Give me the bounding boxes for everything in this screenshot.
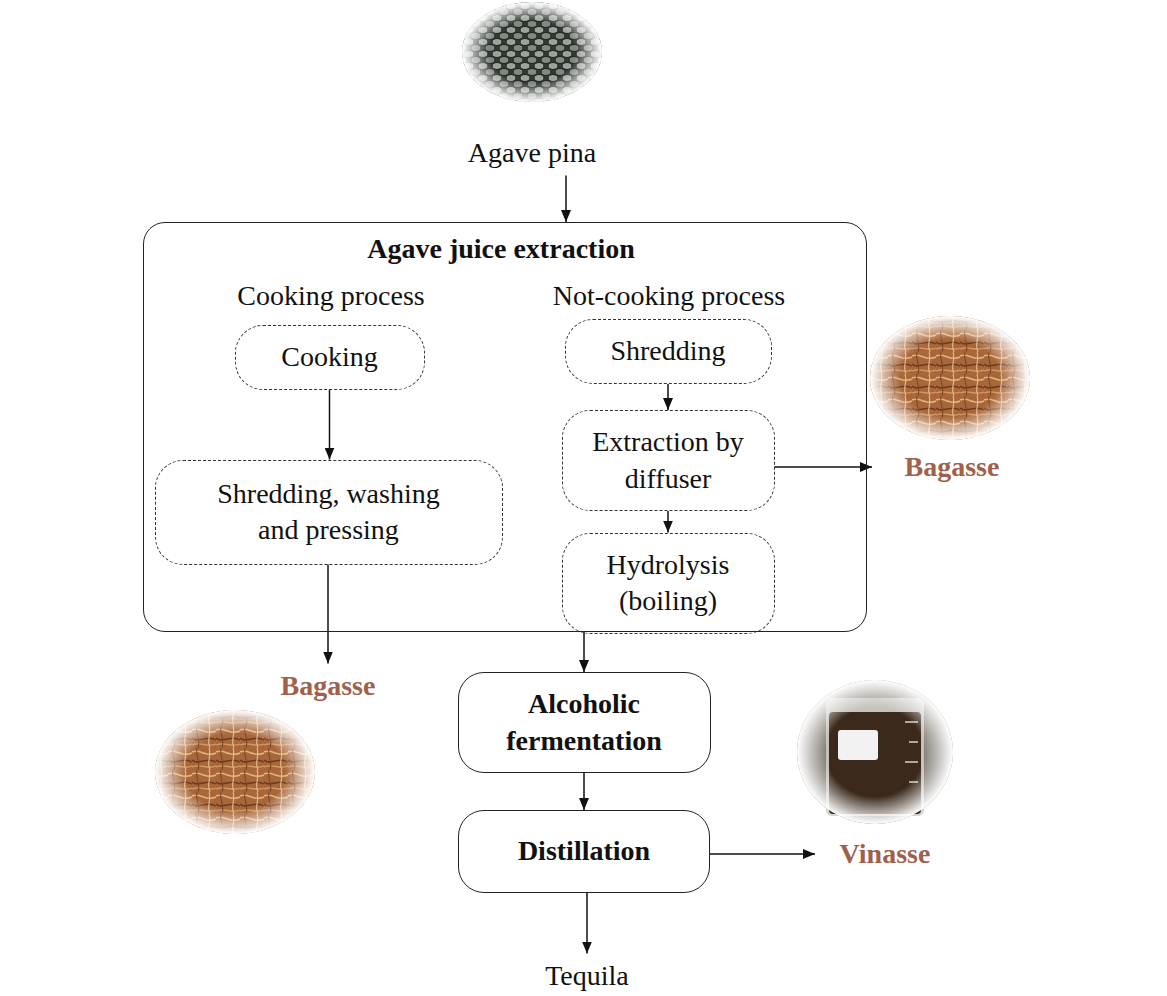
input-label: Agave pina: [462, 131, 602, 176]
group-title: Agave juice extraction: [251, 231, 751, 267]
node-text: Bagasse: [281, 668, 376, 704]
process-step: Shredding, washing and pressing: [155, 460, 503, 565]
flow-arrow: [583, 773, 585, 810]
process-box: Distillation: [458, 810, 710, 893]
flow-arrow: [329, 390, 331, 460]
flow-arrow: [667, 511, 669, 533]
column-heading: Cooking process: [181, 278, 481, 314]
node-text: Extraction by diffuser: [576, 424, 761, 497]
node-text: Shredding, washing and pressing: [204, 476, 454, 549]
flow-arrow: [667, 384, 669, 410]
node-text: Hydrolysis (boiling): [576, 547, 761, 620]
node-text: Agave pina: [468, 135, 596, 171]
byproduct-label: Bagasse: [258, 664, 398, 709]
flow-arrow: [775, 466, 873, 468]
bagasse-photo: [155, 710, 315, 834]
process-step: Hydrolysis (boiling): [562, 533, 775, 634]
byproduct-label: Vinasse: [815, 832, 955, 877]
process-box: Alcoholic fermentation: [458, 672, 711, 773]
process-group: Agave juice extractionCooking process Not…: [143, 222, 867, 632]
process-step: Extraction by diffuser: [562, 410, 775, 511]
bagasse-photo: [870, 316, 1030, 440]
flow-arrow: [586, 893, 588, 954]
node-text: Bagasse: [905, 449, 1000, 485]
flow-arrow: [583, 632, 585, 672]
node-text: Tequila: [545, 958, 629, 994]
product-label: Tequila: [517, 954, 657, 996]
node-text: Cooking: [281, 339, 377, 375]
process-step: Shredding: [565, 319, 772, 384]
vinasse-photo: [797, 680, 953, 824]
process-step: Cooking: [235, 325, 425, 390]
node-text: Shredding: [610, 333, 725, 369]
agave-photo: [462, 2, 602, 102]
node-text: Distillation: [518, 833, 650, 869]
byproduct-label: Bagasse: [872, 445, 1032, 490]
flow-arrow: [565, 176, 567, 223]
flow-arrow: [710, 853, 815, 855]
flow-arrow: [327, 565, 329, 664]
node-text: Alcoholic fermentation: [472, 686, 697, 759]
node-text: Vinasse: [840, 836, 931, 872]
column-heading: Not-cooking process: [519, 278, 819, 314]
